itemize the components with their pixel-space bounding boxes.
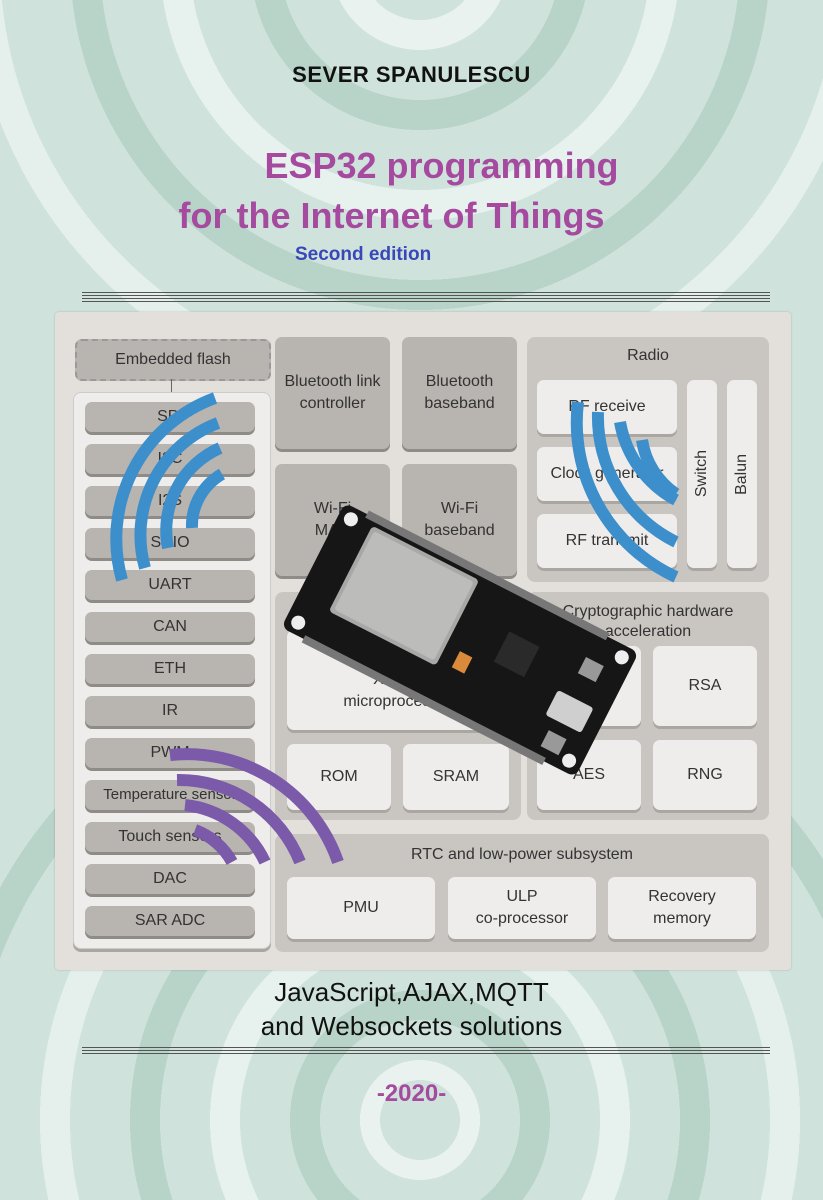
balun-block: Balun	[727, 380, 757, 568]
wifi-waves-blue-right-icon	[570, 401, 680, 583]
bluetooth-link-controller-block: Bluetooth link controller	[275, 337, 390, 449]
subtitle-line-2: and Websockets solutions	[260, 1011, 563, 1041]
peripheral-eth: ETH	[85, 654, 255, 684]
wifi-waves-purple-icon	[169, 748, 344, 866]
publication-year: -2020-	[376, 1080, 447, 1107]
title-line-2: for the Internet of Things	[178, 195, 605, 236]
peripheral-sar-adc: SAR ADC	[85, 906, 255, 936]
pmu-block: PMU	[287, 877, 435, 939]
bluetooth-baseband-block: Bluetooth baseband	[402, 337, 517, 449]
rng-block: RNG	[653, 740, 757, 810]
rsa-block: RSA	[653, 646, 757, 726]
wifi-waves-blue-left-icon	[110, 392, 226, 582]
peripheral-ir: IR	[85, 696, 255, 726]
switch-block: Switch	[687, 380, 717, 568]
rf-receive-block: RF receive	[537, 380, 677, 434]
peripheral-dac: DAC	[85, 864, 255, 894]
embedded-flash-block: Embedded flash	[75, 339, 271, 381]
esp32-board-icon	[283, 505, 637, 775]
subtitle-line-1: JavaScript,AJAX,MQTT	[274, 977, 549, 1007]
peripheral-uart: UART	[85, 570, 255, 600]
edition-label: Second edition	[295, 244, 432, 265]
bottom-divider	[82, 1047, 770, 1056]
author-name: SEVER SPANULESCU	[292, 62, 531, 87]
title-line-1: ESP32 programming	[264, 145, 619, 186]
sram-block: SRAM	[403, 744, 509, 810]
peripheral-can: CAN	[85, 612, 255, 642]
top-divider	[82, 292, 770, 304]
